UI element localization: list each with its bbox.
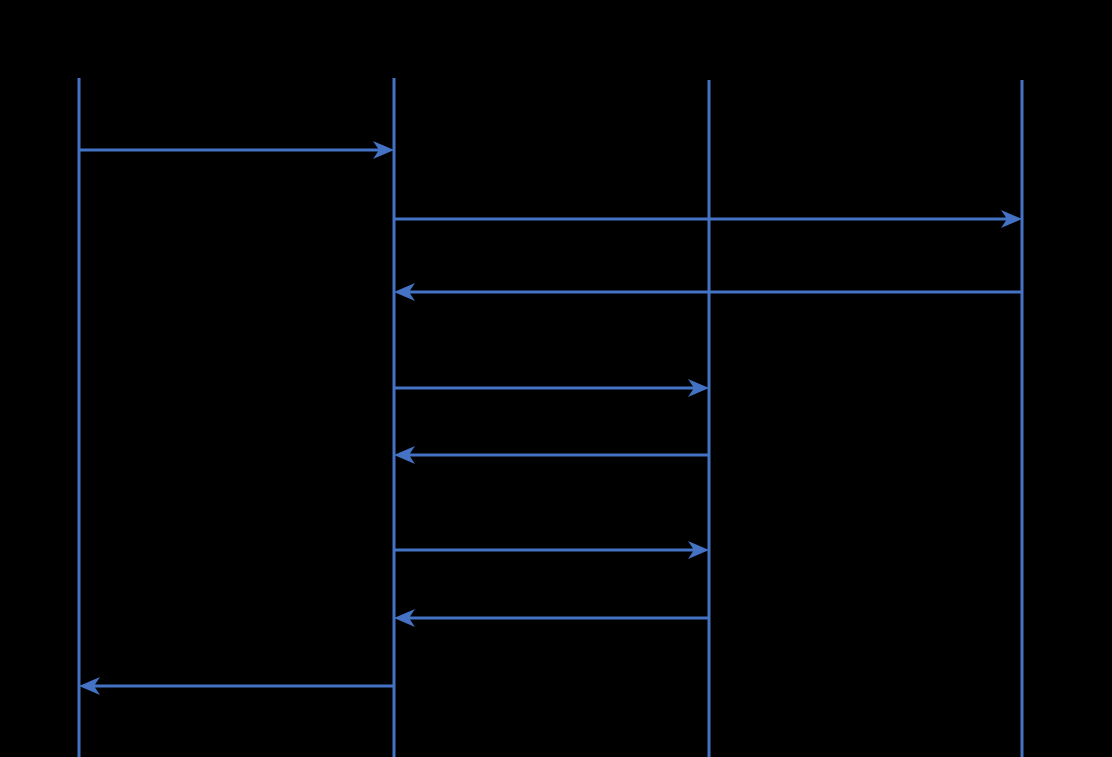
message-6-arrowhead: [688, 541, 709, 559]
message-1-arrowhead: [373, 141, 394, 159]
message-7-arrowhead: [394, 609, 415, 627]
message-8-arrowhead: [79, 677, 100, 695]
message-2-arrowhead: [1001, 210, 1022, 228]
message-5-arrowhead: [394, 446, 415, 464]
message-4-arrowhead: [688, 379, 709, 397]
message-3-arrowhead: [394, 283, 415, 301]
